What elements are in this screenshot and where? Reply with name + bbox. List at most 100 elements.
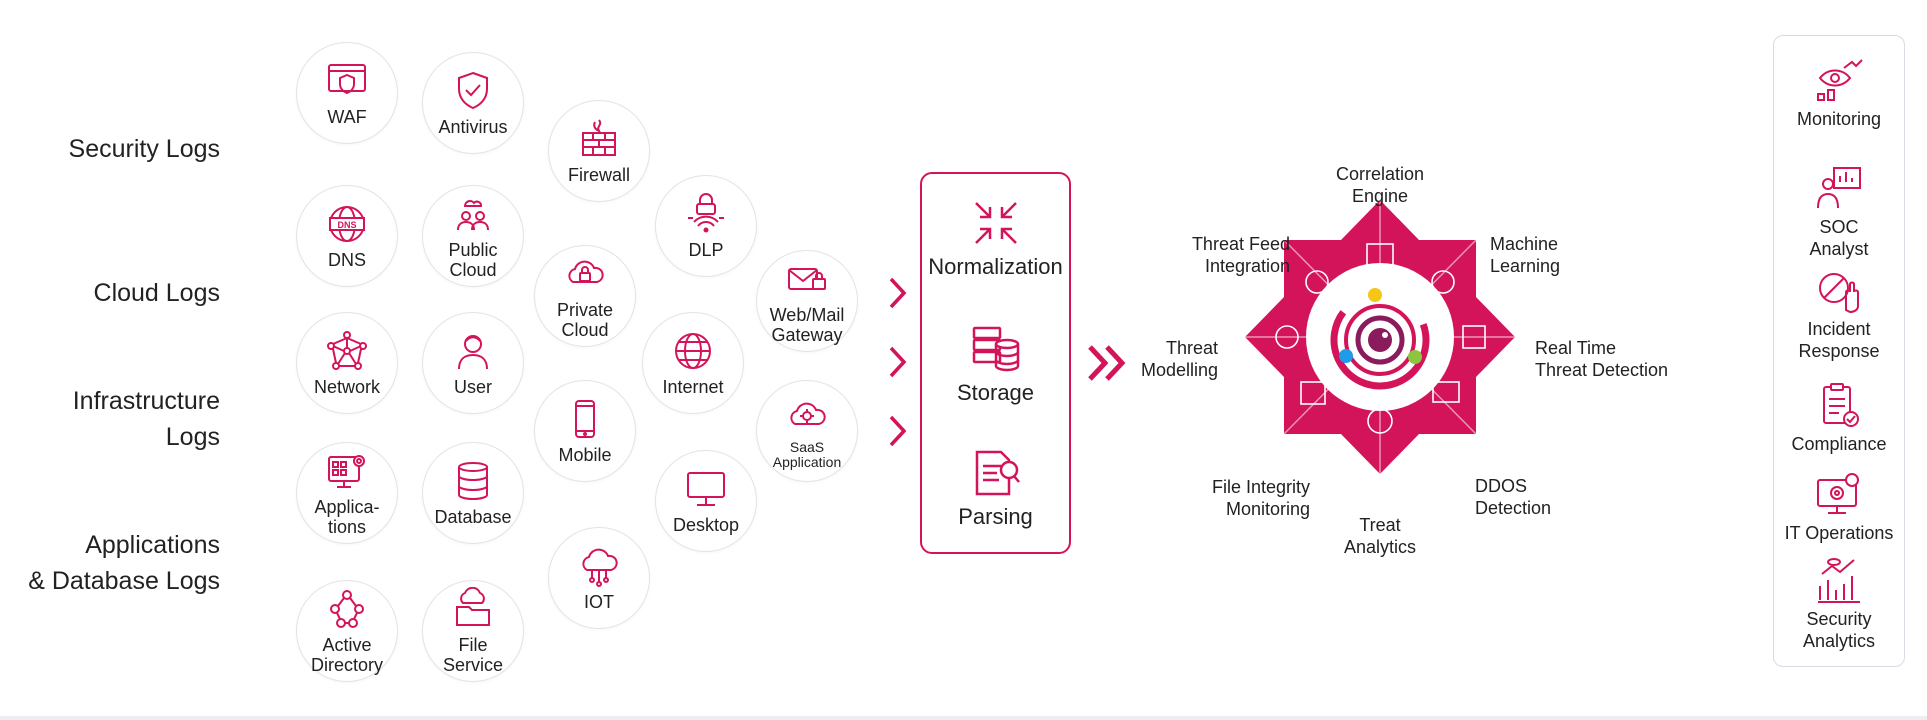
category-label-line: Logs — [165, 423, 220, 451]
shield-check-icon — [458, 71, 488, 110]
database-icon — [458, 462, 488, 501]
cloud-circuit-icon — [582, 548, 618, 587]
processing-label: Normalization — [928, 254, 1063, 279]
gears-icon — [1305, 270, 1329, 294]
source-label: Antivirus — [438, 117, 508, 137]
brain-chip-icon — [1431, 270, 1455, 294]
green-dot — [1408, 350, 1422, 364]
monitor-gear-icon — [1817, 473, 1859, 514]
user-icon — [458, 335, 488, 370]
globe-icon — [675, 333, 711, 369]
category-label-line: Security Logs — [68, 135, 220, 163]
processing-panel: Normalization Storage Parsing — [920, 172, 1071, 554]
source-label: File Service — [442, 635, 504, 675]
screen-lock-icon — [1462, 325, 1486, 349]
source-label: DNS — [327, 250, 366, 270]
flowchart-icon — [1366, 243, 1394, 267]
source-label: Web/Mail Gateway — [769, 305, 845, 345]
wheel-label-threat-modelling: Threat Modelling — [1140, 338, 1218, 380]
network-nodes-icon — [327, 331, 367, 370]
source-label: Desktop — [672, 515, 740, 535]
source-internet: Internet — [642, 312, 744, 414]
source-desktop: Desktop — [655, 450, 757, 552]
processing-parsing: Parsing — [922, 448, 1069, 530]
outcome-security-analytics: Security Analytics — [1774, 556, 1904, 652]
source-network: Network — [296, 312, 398, 414]
bottom-divider — [0, 716, 1927, 720]
analytics-wheel — [1245, 200, 1515, 474]
chevron-right-icon — [889, 277, 907, 309]
source-label: DLP — [688, 240, 724, 260]
wheel-label-machine-learning: Machine Learning — [1490, 234, 1561, 276]
server-database-icon — [972, 326, 1019, 372]
source-antivirus: Antivirus — [422, 52, 524, 154]
outcome-compliance: Compliance — [1774, 381, 1904, 455]
source-private-cloud: Private Cloud — [534, 245, 636, 347]
source-label: Mobile — [558, 445, 612, 465]
source-label: Database — [434, 507, 512, 527]
wheel-label-ddos-detection: DDOS Detection — [1475, 476, 1552, 518]
source-label: SaaS Application — [772, 439, 842, 470]
outcome-label: Compliance — [1791, 434, 1887, 454]
wheel-label-correlation-engine: Correlation Engine — [1335, 164, 1425, 206]
outcome-label: Security Analytics — [1802, 609, 1876, 651]
category-label-line: & Database Logs — [28, 567, 220, 595]
source-active-directory: Active Directory — [296, 580, 398, 682]
outcome-soc-analyst: SOC Analyst — [1774, 164, 1904, 260]
cloud-lock-icon — [568, 260, 604, 283]
wheel-label-real-time-threat-detection: Real Time Threat Detection — [1535, 338, 1669, 380]
desktop-monitor-icon — [687, 472, 725, 506]
directory-nodes-icon — [330, 590, 364, 628]
compress-arrows-icon — [974, 202, 1017, 244]
outcome-label: IT Operations — [1784, 523, 1894, 543]
source-label: Internet — [662, 377, 724, 397]
source-label: User — [453, 377, 492, 397]
source-label: Public Cloud — [448, 240, 498, 280]
source-label: Network — [313, 377, 380, 397]
source-iot: IOT — [548, 527, 650, 629]
source-firewall: Firewall — [548, 100, 650, 202]
yellow-dot — [1368, 288, 1382, 302]
double-chevron-right-icon — [1088, 345, 1126, 381]
blue-dot — [1339, 349, 1353, 363]
source-saas-application: SaaS Application — [756, 380, 858, 482]
outcome-label: Monitoring — [1796, 109, 1882, 129]
source-applications: Applica- tions — [296, 442, 398, 544]
ddos-window-icon — [1432, 381, 1460, 403]
source-web-mail-gateway: Web/Mail Gateway — [756, 250, 858, 352]
hand-stop-icon — [1819, 273, 1859, 314]
source-public-cloud: Public Cloud — [422, 185, 524, 287]
radar-screen-icon — [1300, 381, 1326, 405]
outcomes-panel: Monitoring SOC Analyst Incident Response… — [1773, 35, 1905, 667]
mail-lock-icon — [788, 268, 826, 290]
category-label-line: Infrastructure — [72, 387, 220, 415]
processing-storage: Storage — [922, 324, 1069, 406]
category-applications-database-logs: Applications & Database Logs — [28, 527, 220, 599]
document-search-icon — [975, 450, 1020, 496]
source-label: WAF — [327, 107, 367, 127]
app-grid-gear-icon — [328, 455, 365, 488]
source-database: Database — [422, 442, 524, 544]
hacker-search-icon — [1275, 325, 1299, 349]
wheel-label-treat-analytics: Treat Analytics — [1343, 515, 1417, 557]
outcome-incident-response: Incident Response — [1774, 266, 1904, 362]
users-cloud-icon — [457, 200, 489, 231]
eye-chart-icon — [1817, 59, 1863, 101]
category-infrastructure-logs: Infrastructure Logs — [73, 383, 220, 455]
folder-cloud-icon — [456, 587, 490, 626]
source-label: Private Cloud — [556, 300, 614, 340]
lock-wifi-icon — [688, 193, 724, 233]
source-label: Active Directory — [310, 635, 383, 675]
source-file-service: File Service — [422, 580, 524, 682]
outcome-it-operations: IT Operations — [1774, 470, 1904, 544]
source-label: Firewall — [567, 165, 630, 185]
source-label: Applica- tions — [314, 497, 380, 537]
chevron-right-icon — [889, 346, 907, 378]
wheel-label-file-integrity-monitoring: File Integrity Monitoring — [1211, 477, 1310, 519]
source-label: IOT — [584, 592, 614, 612]
source-dlp: DLP — [655, 175, 757, 277]
category-label-line: Cloud Logs — [93, 279, 220, 307]
category-cloud-logs: Cloud Logs — [94, 275, 220, 311]
source-dns: DNS DNS — [296, 185, 398, 287]
outcome-label: Incident Response — [1798, 319, 1880, 361]
